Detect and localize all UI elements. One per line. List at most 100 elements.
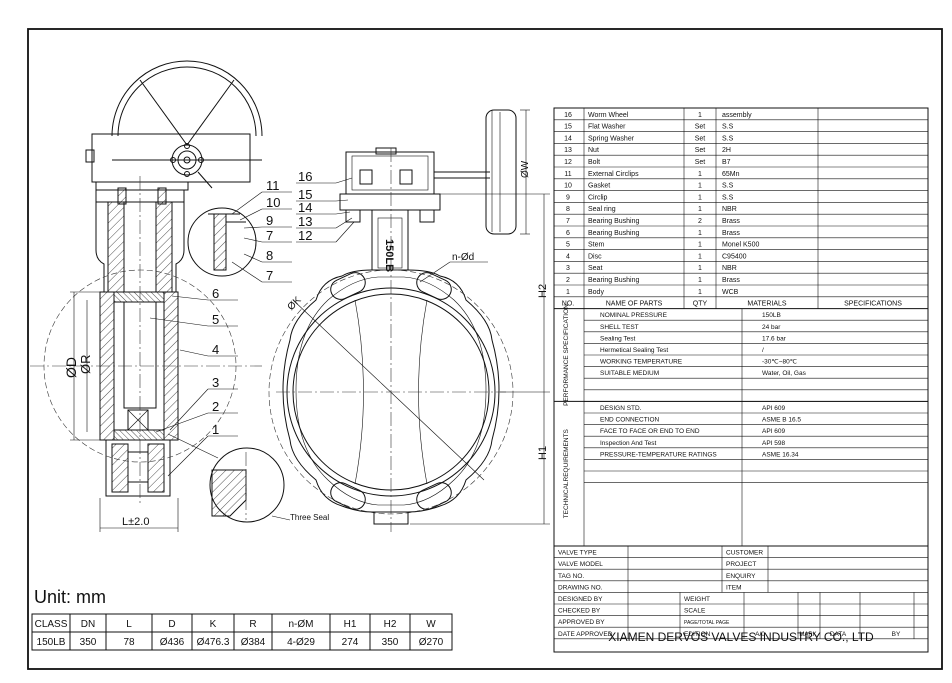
balloon-6: 6 <box>212 286 219 301</box>
parts-header-1: NAME OF PARTS <box>606 301 663 308</box>
dim-r-label: ØR <box>78 355 93 375</box>
title-mark: MARK <box>799 632 816 638</box>
title-row-field-3: EDITION <box>684 631 711 638</box>
part-name-1: Body <box>588 289 604 296</box>
dim-value-1: 350 <box>80 637 97 648</box>
title-label-3: DRAWING NO. <box>558 584 603 591</box>
part-material-10: S.S <box>722 183 734 190</box>
balloon-2: 2 <box>212 399 219 414</box>
balloon-12: 12 <box>298 228 312 243</box>
dim-value-6: 4-Ø29 <box>287 637 315 648</box>
part-name-5: Stem <box>588 242 605 249</box>
part-qty-2: 1 <box>698 277 702 284</box>
balloon-7a: 7 <box>266 228 273 243</box>
dimension-labels: ØD ØR L±2.0 ØK n-Ød ØW H2 H1 150LB Three… <box>63 160 549 528</box>
title-label-right-3: ITEM <box>726 584 742 591</box>
part-qty-9: 1 <box>698 194 702 201</box>
parts-header-3: MATERIALS <box>747 301 786 308</box>
dim-value-0: 150LB <box>37 637 66 648</box>
part-name-16: Worm Wheel <box>588 112 629 119</box>
part-material-5: Monel K500 <box>722 242 759 249</box>
three-seal-label: Three Seal <box>290 513 329 522</box>
part-qty-8: 1 <box>698 206 702 213</box>
part-name-13: Nut <box>588 147 599 154</box>
part-no-12: 12 <box>564 159 572 166</box>
front-view <box>268 109 550 532</box>
technical-title: TECHNICALREQUIREMENTS <box>563 428 570 518</box>
dim-k-label: ØK <box>286 295 304 313</box>
part-material-16: assembly <box>722 112 752 119</box>
part-qty-12: Set <box>695 159 706 166</box>
tech-label-4: PRESSURE-TEMPERATURE RATINGS <box>600 451 717 458</box>
balloon-3: 3 <box>212 375 219 390</box>
dim-nd-label: n-Ød <box>452 252 474 263</box>
part-material-9: S.S <box>722 194 734 201</box>
tech-label-3: Inspection And Test <box>600 440 656 447</box>
part-qty-11: 1 <box>698 171 702 178</box>
part-name-10: Gasket <box>588 183 610 190</box>
title-row-field-0: WEIGHT <box>684 596 710 603</box>
part-material-6: Brass <box>722 230 740 237</box>
tech-value-2: API 609 <box>762 428 786 435</box>
perf-label-4: WORKING TEMPERATURE <box>600 359 683 366</box>
part-qty-6: 1 <box>698 230 702 237</box>
dim-value-2: 78 <box>123 637 135 648</box>
perf-value-1: 24 bar <box>762 324 781 331</box>
part-name-2: Bearing Bushing <box>588 277 639 284</box>
dim-h1-label: H1 <box>537 446 549 460</box>
title-row-label-0: DESIGNED BY <box>558 596 603 603</box>
perf-value-5: Water, Oil, Gas <box>762 370 807 377</box>
parts-header-2: QTY <box>693 301 708 308</box>
perf-value-2: 17.6 bar <box>762 335 787 342</box>
performance-title: PERFORMANCE SPECIFICATION <box>563 304 570 406</box>
part-qty-1: 1 <box>698 289 702 296</box>
dim-header-5: R <box>249 619 256 630</box>
part-name-6: Bearing Bushing <box>588 230 639 237</box>
part-no-5: 5 <box>566 242 570 249</box>
tech-value-1: ASME B 16.5 <box>762 417 801 424</box>
title-row-field-1: SCALE <box>684 608 706 615</box>
part-material-2: Brass <box>722 277 740 284</box>
perf-label-5: SUITABLE MEDIUM <box>600 370 659 377</box>
part-material-1: WCB <box>722 289 739 296</box>
title-by: BY <box>892 631 901 638</box>
balloon-9: 9 <box>266 213 273 228</box>
perf-label-2: Sealing Test <box>600 335 635 342</box>
dim-value-9: Ø270 <box>419 637 444 648</box>
dim-header-6: n-ØM <box>289 619 314 630</box>
dim-header-1: DN <box>81 619 95 630</box>
part-qty-7: 2 <box>698 218 702 225</box>
tech-value-3: API 598 <box>762 440 786 447</box>
dim-h2-label: H2 <box>537 284 549 298</box>
balloon-5: 5 <box>212 312 219 327</box>
part-name-15: Flat Washer <box>588 124 626 131</box>
dim-value-5: Ø384 <box>241 637 266 648</box>
part-material-8: NBR <box>722 206 737 213</box>
part-no-10: 10 <box>564 183 572 190</box>
balloon-10: 10 <box>266 195 280 210</box>
title-label-1: VALVE MODEL <box>558 561 603 568</box>
tech-value-0: API 609 <box>762 405 786 412</box>
dim-header-4: K <box>210 619 217 630</box>
part-material-7: Brass <box>722 218 740 225</box>
perf-label-1: SHELL TEST <box>600 324 639 331</box>
part-no-9: 9 <box>566 194 570 201</box>
dim-header-0: CLASS <box>35 619 68 630</box>
title-label-0: VALVE TYPE <box>558 550 597 557</box>
dim-value-7: 274 <box>342 637 359 648</box>
tech-label-1: END CONNECTION <box>600 417 660 424</box>
part-no-11: 11 <box>564 171 571 178</box>
part-material-15: S.S <box>722 124 734 131</box>
part-qty-4: 1 <box>698 253 702 260</box>
company-name: XIAMEN DERVOS VALVES INDUSTRY CO., LTD <box>608 630 874 644</box>
left-balloons: 11 10 9 7 8 7 6 5 4 3 2 1 <box>212 178 280 437</box>
perf-value-3: / <box>762 347 764 354</box>
perf-value-4: -30℃~80℃ <box>762 359 798 366</box>
dim-header-3: D <box>168 619 175 630</box>
unit-label: Unit: mm <box>34 587 106 607</box>
tech-value-4: ASME 16.34 <box>762 451 799 458</box>
